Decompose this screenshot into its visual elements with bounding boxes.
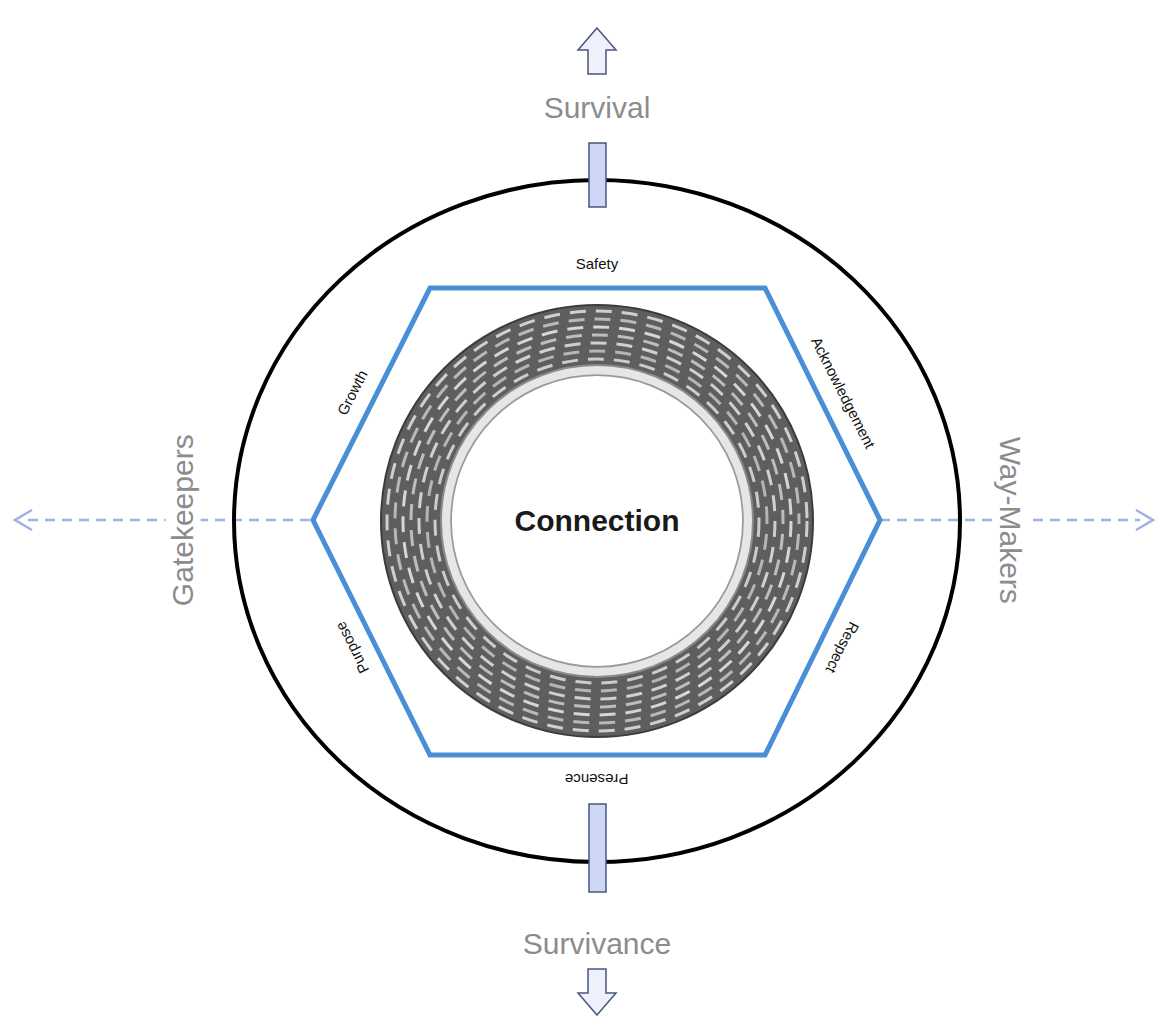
connection-circle: Connection bbox=[449, 373, 745, 669]
arrow-head bbox=[578, 28, 616, 74]
arrow-label: Gatekeepers bbox=[166, 426, 201, 614]
arrow-bar bbox=[589, 804, 606, 892]
side-label: Growth bbox=[333, 368, 370, 419]
basket-illustration bbox=[381, 305, 813, 737]
hexagon-outline bbox=[313, 288, 880, 755]
arrow-label: Survivance bbox=[523, 927, 671, 962]
side-label: Presence bbox=[565, 771, 628, 788]
node-label: Connection bbox=[515, 504, 680, 538]
arrow-label: Way-Makers bbox=[993, 428, 1028, 611]
arrow-head bbox=[578, 969, 616, 1015]
arrow-head bbox=[1136, 510, 1153, 530]
side-label: Safety bbox=[576, 255, 619, 272]
outer-circle bbox=[234, 180, 960, 862]
arrow-label: Survival bbox=[544, 91, 651, 126]
arrow-bar bbox=[589, 143, 606, 207]
arrow-head bbox=[15, 510, 32, 530]
